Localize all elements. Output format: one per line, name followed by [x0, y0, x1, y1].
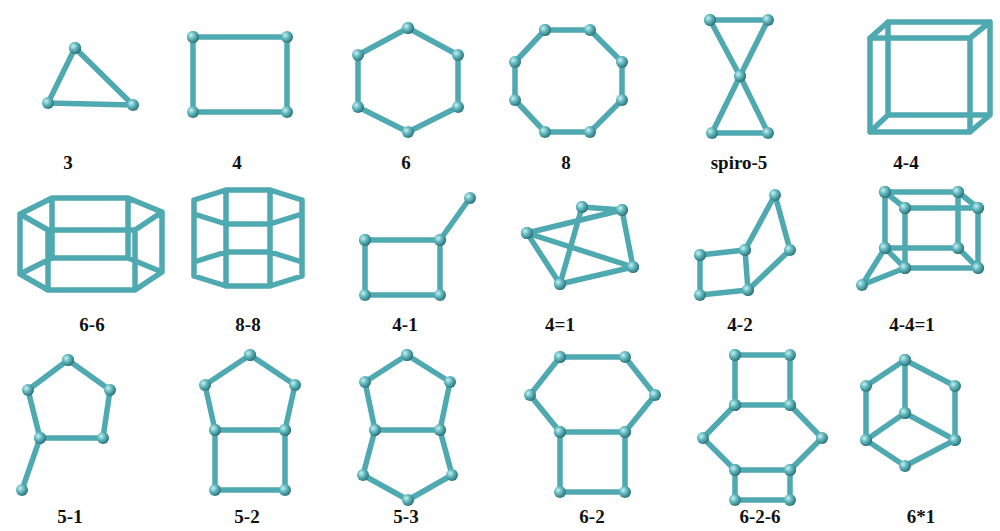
cluster-label: 6-2 [579, 507, 604, 528]
hexagonal-prism [20, 198, 162, 290]
fused-rings-5-5 [363, 355, 452, 500]
ring-4 [193, 37, 287, 112]
bridged-ring-4 [527, 207, 633, 284]
cluster-label: 4-1 [392, 315, 417, 336]
fused-rings-6-4 [530, 357, 655, 492]
cluster-label: 4-4 [893, 153, 918, 174]
centered-hexagon [866, 360, 955, 466]
ring-6 [358, 28, 458, 132]
cluster-label: 8-8 [235, 315, 260, 336]
cluster-label: 6*1 [907, 507, 936, 528]
cage-4-4-bridged [862, 192, 978, 285]
cluster-label: 6-6 [79, 315, 104, 336]
cluster-label: 4=1 [545, 315, 575, 336]
cluster-label: 5-2 [234, 507, 259, 528]
cluster-label: 8 [561, 153, 571, 174]
fused-rings-4-4 [700, 195, 790, 295]
ring-4-branch [365, 198, 470, 295]
ring-5-branch [22, 360, 110, 490]
cluster-label: spiro-5 [711, 153, 768, 174]
fused-rings-4-6-4 [703, 355, 822, 500]
cluster-label: 4-2 [727, 315, 752, 336]
cluster-label: 5-1 [57, 507, 82, 528]
cluster-label: 4-4=1 [889, 315, 935, 336]
cluster-label: 4 [232, 153, 242, 174]
ring-3 [48, 48, 133, 105]
octagonal-prism [194, 190, 302, 286]
cluster-label: 6-2-6 [739, 507, 780, 528]
cluster-label: 6 [401, 153, 411, 174]
cube-cage [870, 22, 990, 132]
cluster-label: 3 [63, 153, 73, 174]
spiro-cluster [710, 20, 768, 133]
ring-8 [515, 30, 622, 132]
fused-rings-5-4 [205, 355, 295, 490]
cluster-label: 5-3 [393, 507, 418, 528]
